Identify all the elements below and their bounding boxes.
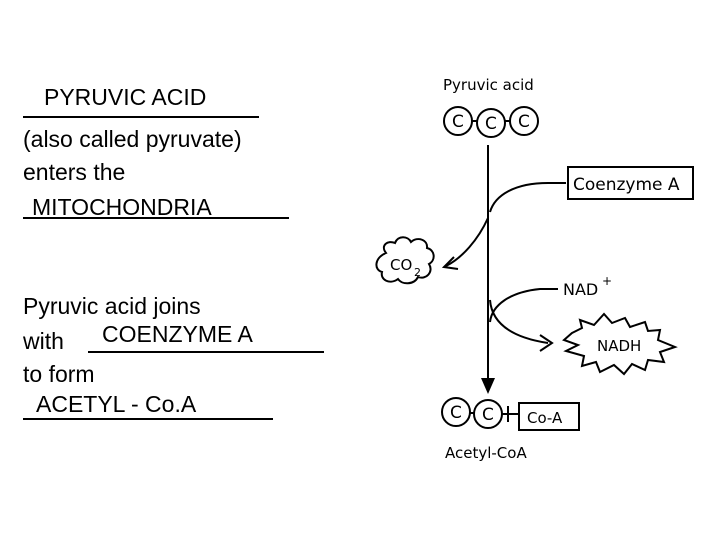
- blank-line-2: [23, 217, 289, 219]
- carbon-label: C: [485, 114, 497, 134]
- label-co2-subscript: 2: [414, 266, 421, 279]
- carbon-label: C: [452, 112, 464, 132]
- nadh-starburst: [562, 312, 678, 376]
- arrowhead-right-icon: [539, 334, 554, 352]
- label-nad-plus: +: [602, 274, 612, 288]
- label-coenzyme-a: Coenzyme A: [573, 175, 680, 195]
- label-nadh: NADH: [597, 337, 641, 355]
- text-to-form: to form: [23, 361, 95, 387]
- label-co2: CO: [390, 256, 412, 274]
- carbon-label: C: [518, 112, 530, 132]
- arrowhead-left-icon: [441, 256, 459, 270]
- answer-coenzyme-a: COENZYME A: [102, 321, 253, 347]
- arrowhead-down-icon: [481, 378, 495, 394]
- blank-line-1: [23, 116, 259, 118]
- label-coa: Co-A: [527, 409, 563, 427]
- text-also-called: (also called pyruvate): [23, 126, 242, 152]
- answer-acetyl-coa: ACETYL - Co.A: [36, 391, 197, 417]
- label-acetyl-coa: Acetyl-CoA: [445, 444, 527, 462]
- carbon-circle: [509, 106, 539, 136]
- co2-release-arrow: [445, 217, 489, 267]
- carbon-label: C: [450, 403, 462, 423]
- carbon-label: C: [482, 405, 494, 425]
- carbon-circle: [476, 108, 506, 138]
- blank-line-4: [23, 418, 273, 420]
- answer-pyruvic-acid: PYRUVIC ACID: [44, 84, 207, 110]
- nad-entry-arrow: [489, 288, 558, 323]
- coa-box: [518, 402, 580, 431]
- carbon-circle: [443, 106, 473, 136]
- label-nad: NAD: [563, 280, 598, 299]
- answer-mitochondria: MITOCHONDRIA: [32, 194, 212, 220]
- coenzyme-entry-arrow: [489, 182, 566, 213]
- blank-line-3: [88, 351, 324, 353]
- text-enters-the: enters the: [23, 159, 126, 185]
- nadh-output-arrow: [489, 299, 549, 344]
- text-with: with: [23, 328, 64, 354]
- co2-cloud: [375, 236, 435, 285]
- pyruvate-molecule: C C C: [443, 106, 539, 138]
- text-pyruvic-joins: Pyruvic acid joins: [23, 293, 201, 319]
- label-pyruvic-acid: Pyruvic acid: [443, 76, 534, 94]
- coenzyme-a-box: [567, 166, 694, 200]
- acetyl-coa-molecule: C C Co-A: [441, 397, 580, 431]
